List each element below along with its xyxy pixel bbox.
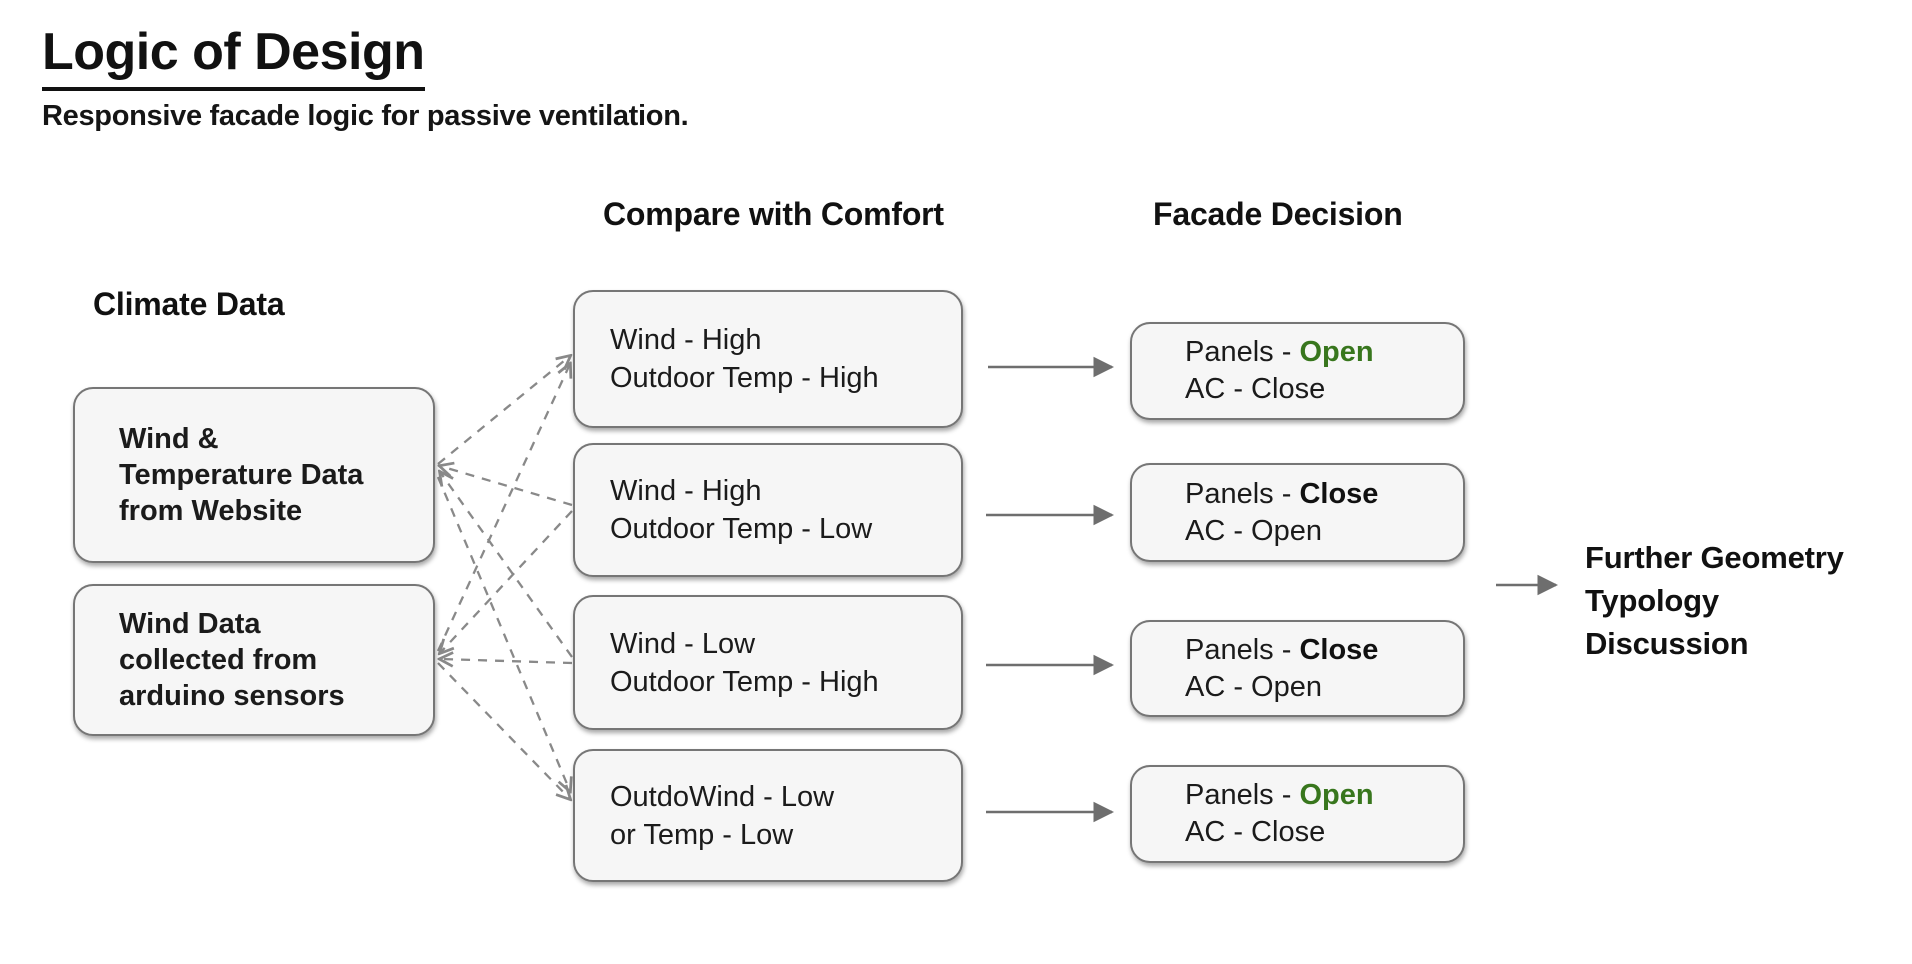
box-line: collected from — [119, 644, 318, 676]
compare-box-wind-high-temp-low: Wind - High Outdoor Temp - Low — [573, 443, 963, 577]
outcome-line: Discussion — [1585, 626, 1749, 661]
column-header-compare-with-comfort: Compare with Comfort — [603, 196, 944, 232]
box-line: OutdoWind - Low — [610, 780, 835, 813]
outcome-line: Further Geometry — [1585, 540, 1844, 575]
decision-box-panels-open-1: Panels - Open AC - Close — [1130, 322, 1465, 420]
column-header-facade-decision: Facade Decision — [1153, 196, 1403, 232]
page-title: Logic of Design — [42, 22, 425, 91]
compare-box-wind-high-temp-high: Wind - High Outdoor Temp - High — [573, 290, 963, 428]
box-line: Temperature Data — [119, 459, 364, 491]
panels-label: Panels - — [1185, 336, 1300, 368]
panels-label: Panels - — [1185, 633, 1300, 666]
box-line: Outdoor Temp - High — [610, 665, 879, 698]
dashed-connector-l2-m1 — [436, 364, 570, 652]
box-line: arduino sensors — [119, 680, 345, 712]
box-line: from Website — [119, 495, 303, 527]
decision-box-panels-open-2: Panels - Open AC - Close — [1130, 765, 1465, 863]
dashed-connector-m2-l1 — [440, 466, 573, 507]
box-line: or Temp - Low — [610, 818, 794, 851]
box-line: Panels - Close — [1185, 632, 1463, 669]
compare-box-wind-low-or-temp-low: OutdoWind - Low or Temp - Low — [573, 749, 963, 882]
page-subtitle: Responsive facade logic for passive vent… — [42, 100, 689, 132]
dashed-connector-m3-l2 — [440, 659, 573, 663]
panels-label: Panels - — [1185, 779, 1300, 811]
climate-box-arduino-sensors: Wind Data collected from arduino sensors — [73, 584, 435, 736]
box-line: Wind Data — [119, 608, 261, 640]
box-line: AC - Close — [1185, 373, 1326, 405]
box-line: Panels - Close — [1185, 476, 1463, 513]
dashed-connector-m2-l2 — [440, 510, 573, 653]
box-line: Wind - Low — [610, 627, 756, 660]
panels-label: Panels - — [1185, 477, 1300, 510]
decision-box-panels-close-1: Panels - Close AC - Open — [1130, 463, 1465, 562]
box-line: Outdoor Temp - Low — [610, 513, 873, 545]
column-header-climate-data: Climate Data — [93, 286, 285, 322]
box-line: Wind - High — [610, 475, 762, 507]
dashed-connector-l1-m4 — [436, 476, 570, 791]
box-line: AC - Close — [1185, 816, 1326, 848]
box-line: Panels - Open — [1185, 334, 1463, 371]
box-line: Wind - High — [610, 324, 762, 356]
box-line: AC - Open — [1185, 670, 1322, 703]
dashed-connector-l1-m1 — [437, 356, 570, 465]
panels-value: Open — [1299, 779, 1374, 811]
decision-box-panels-close-2: Panels - Close AC - Open — [1130, 620, 1465, 717]
dashed-connector-m3-l1 — [440, 472, 573, 658]
box-line: Wind & — [119, 423, 219, 455]
outcome-text: Further Geometry Typology Discussion — [1585, 536, 1844, 665]
box-line: Panels - Open — [1185, 777, 1463, 814]
panels-value: Open — [1299, 336, 1374, 368]
climate-box-website-data: Wind & Temperature Data from Website — [73, 387, 435, 563]
box-line: AC - Open — [1185, 514, 1322, 547]
outcome-line: Typology — [1585, 583, 1719, 618]
panels-value: Close — [1299, 477, 1379, 510]
box-line: Outdoor Temp - High — [610, 362, 879, 394]
panels-value: Close — [1299, 633, 1379, 666]
compare-box-wind-low-temp-high: Wind - Low Outdoor Temp - High — [573, 595, 963, 730]
dashed-connector-l2-m4 — [437, 662, 570, 799]
